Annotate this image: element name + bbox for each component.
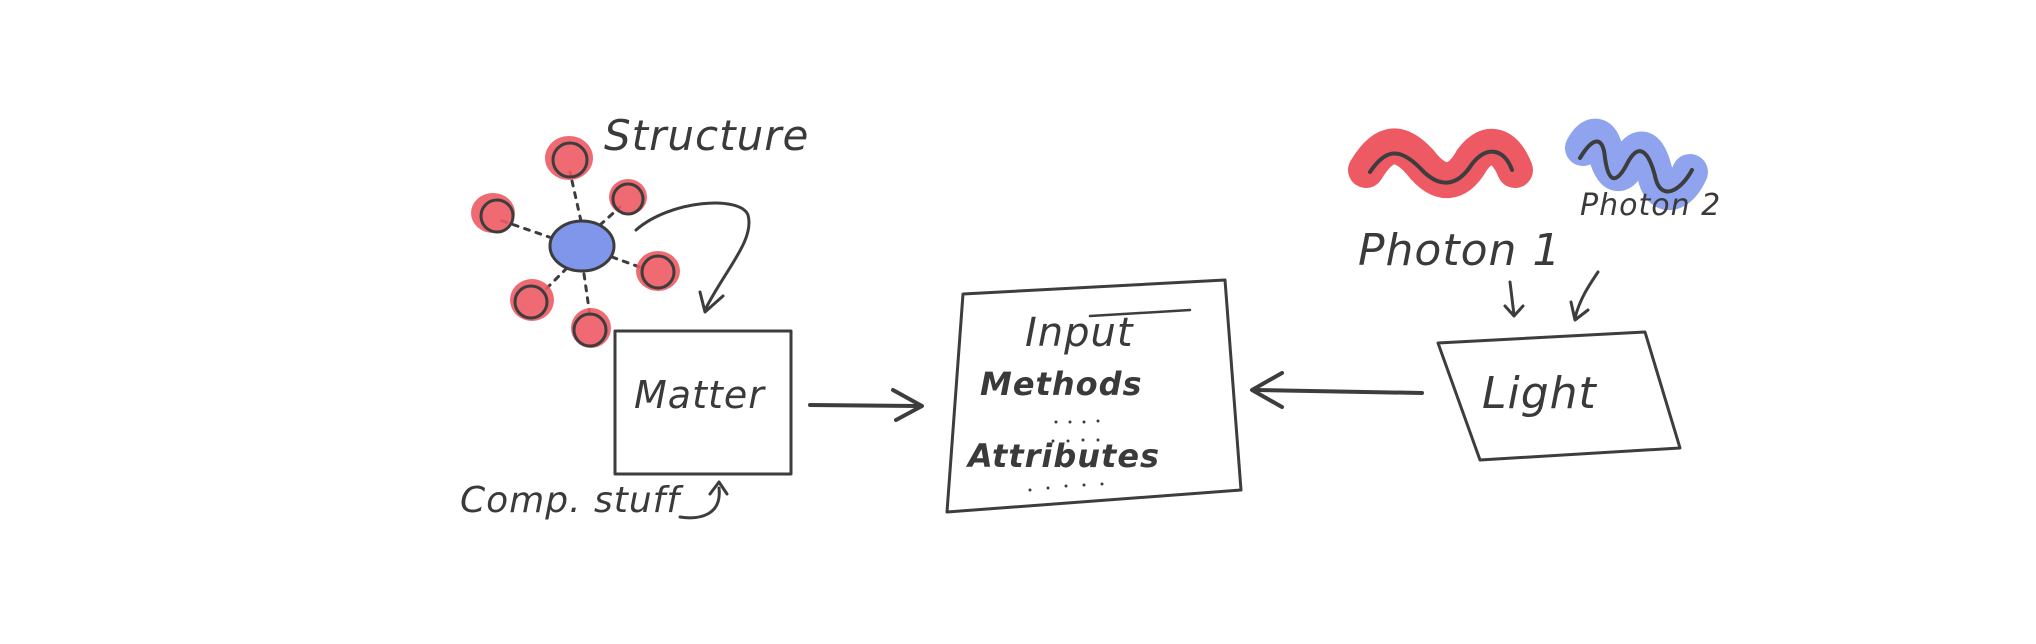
light-label: Light	[1482, 368, 1598, 419]
structure-label: Structure	[604, 111, 809, 160]
comp-stuff-arrow	[678, 480, 729, 520]
methods-dots	[1051, 385, 1139, 443]
atom-bottom	[572, 312, 608, 348]
photon1-label: Photon 1	[1358, 225, 1561, 276]
attributes-label: Attributes	[965, 437, 1160, 475]
atom-outlines	[479, 141, 676, 348]
input-underline-stroke	[1088, 308, 1192, 318]
atom-right	[640, 254, 676, 290]
photon2-wave	[1565, 118, 1708, 210]
photon2-label: Photon 2	[1580, 188, 1721, 223]
atom-top	[551, 141, 589, 179]
attributes-dots	[1028, 482, 1104, 492]
structure-molecule	[471, 136, 680, 348]
matter-label: Matter	[634, 373, 766, 417]
atom-left	[479, 198, 515, 234]
methods-label: Methods	[980, 365, 1143, 403]
structure-to-matter-arrow	[634, 201, 751, 314]
input-label: Input	[1025, 310, 1134, 356]
nucleus-fill	[549, 220, 615, 272]
photon1-wave	[1348, 128, 1533, 199]
matter-box	[613, 329, 793, 476]
comp-stuff-label: Comp. stuff	[460, 480, 684, 521]
atom-top-right	[611, 182, 645, 216]
atom-bottom-left	[513, 284, 549, 320]
light-to-input-arrow	[1250, 371, 1424, 409]
photon2-to-light-arrow	[1569, 270, 1600, 322]
input-box	[945, 278, 1243, 514]
light-box	[1436, 330, 1682, 462]
photon1-to-light-arrow	[1503, 280, 1525, 318]
nucleus-outline	[548, 219, 616, 273]
matter-to-input-arrow	[808, 388, 924, 422]
